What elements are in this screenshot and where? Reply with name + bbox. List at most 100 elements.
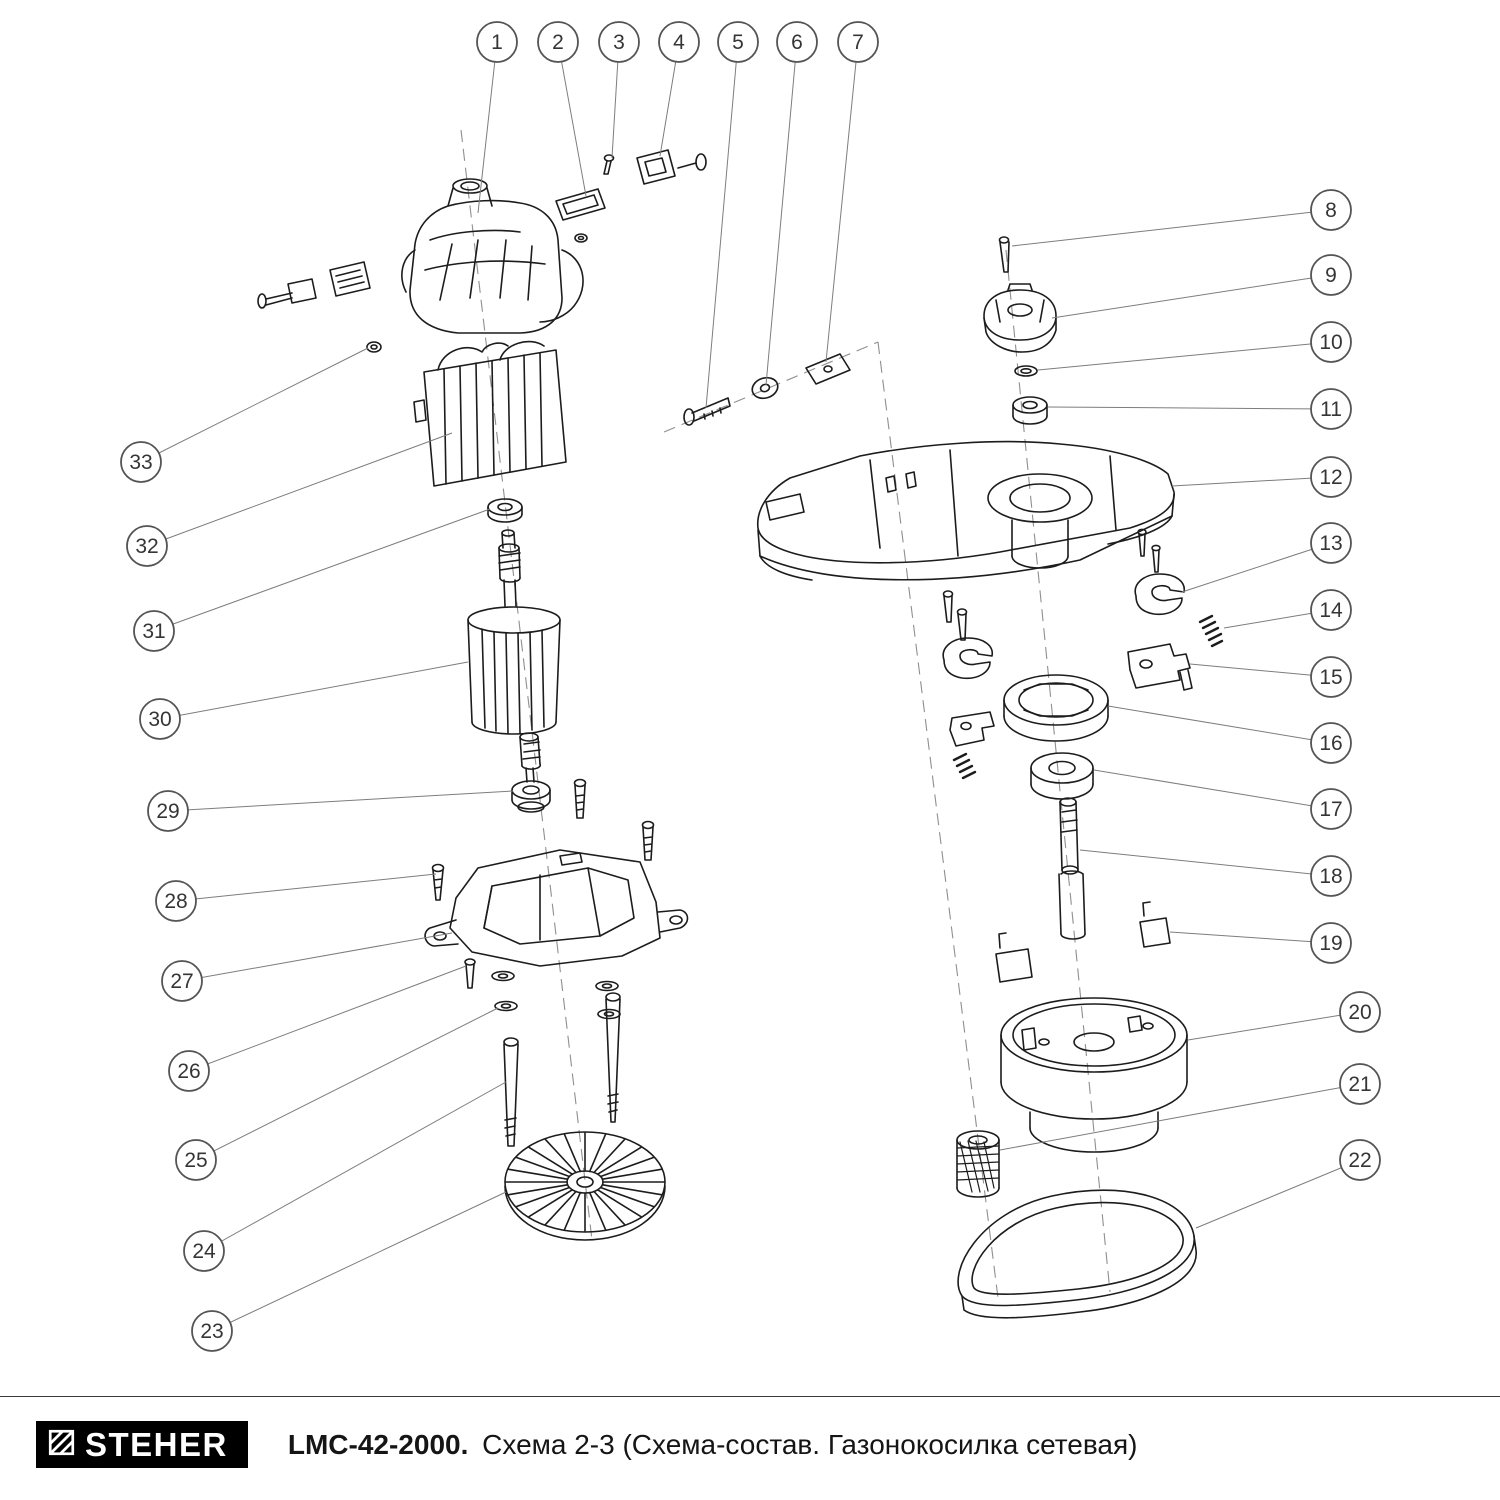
part-drum-20 <box>1000 997 1188 1153</box>
part-nut <box>366 341 382 353</box>
leader-line-10 <box>1037 341 1332 371</box>
part-screw-8 <box>998 236 1010 273</box>
callout-12: 12 <box>1310 456 1352 498</box>
part-belt-22 <box>957 1189 1197 1319</box>
svg-text:19: 19 <box>1319 932 1342 955</box>
callout-4: 4 <box>658 21 700 63</box>
footer: STEHER LMC-42-2000. Схема 2-3 (Схема-сос… <box>0 1396 1500 1468</box>
footer-divider <box>0 1396 1500 1397</box>
part-deck-screws-left <box>942 590 968 641</box>
leader-line-15 <box>1189 663 1332 678</box>
svg-text:5: 5 <box>732 31 744 54</box>
part-stator <box>413 340 567 487</box>
part-plate-7 <box>805 353 851 385</box>
part-shaft-top <box>498 529 521 607</box>
svg-text:22: 22 <box>1348 1149 1371 1172</box>
callout-23: 23 <box>191 1310 233 1352</box>
callout-5: 5 <box>717 21 759 63</box>
leader-line-32 <box>146 432 453 547</box>
part-washer-10 <box>1014 365 1038 377</box>
leader-line-7 <box>825 41 859 363</box>
callout-14: 14 <box>1310 589 1352 631</box>
callout-6: 6 <box>776 21 818 63</box>
callout-9: 9 <box>1310 254 1352 296</box>
part-deck-screws-right <box>1137 528 1161 573</box>
leader-line-24 <box>203 1081 507 1252</box>
leader-line-20 <box>1187 1011 1361 1041</box>
svg-text:23: 23 <box>200 1320 223 1343</box>
leader-line-25 <box>195 1007 499 1161</box>
callout-26: 26 <box>168 1050 210 1092</box>
callout-3: 3 <box>598 21 640 63</box>
svg-text:3: 3 <box>613 31 625 54</box>
svg-text:2: 2 <box>552 31 564 54</box>
leader-line-13 <box>1181 542 1332 593</box>
callout-8: 8 <box>1310 189 1352 231</box>
part-spring-14 <box>1198 614 1224 648</box>
leader-line-31 <box>153 508 491 632</box>
leader-line-21 <box>999 1083 1361 1151</box>
part-bolt-5 <box>683 397 731 426</box>
part-plates-19 <box>995 901 1171 983</box>
leader-line-30 <box>159 661 469 720</box>
part-bushing-21 <box>956 1130 1000 1198</box>
svg-text:33: 33 <box>129 451 152 474</box>
svg-text:20: 20 <box>1348 1001 1371 1024</box>
leader-line-22 <box>1195 1159 1361 1229</box>
leader-line-29 <box>167 790 514 812</box>
callout-33: 33 <box>120 441 162 483</box>
svg-text:29: 29 <box>156 800 179 823</box>
part-bearing-bottom <box>511 780 551 813</box>
part-top-housing <box>401 178 584 334</box>
callout-18: 18 <box>1310 855 1352 897</box>
leader-line-5 <box>705 41 739 409</box>
svg-text:9: 9 <box>1325 264 1337 287</box>
svg-text:21: 21 <box>1348 1073 1371 1096</box>
part-bearing-11 <box>1012 396 1048 425</box>
leader-line-9 <box>1051 274 1332 319</box>
part-screw-28 <box>431 863 445 901</box>
svg-text:24: 24 <box>192 1240 216 1263</box>
part-housing-screws <box>573 778 655 861</box>
diagram-subtitle: Схема 2-3 (Схема-состав. Газонокосилка с… <box>482 1428 1138 1460</box>
callout-22: 22 <box>1339 1139 1381 1181</box>
svg-text:7: 7 <box>852 31 864 54</box>
callout-30: 30 <box>139 698 181 740</box>
leader-line-11 <box>1047 406 1332 410</box>
callout-2: 2 <box>537 21 579 63</box>
leader-line-16 <box>1107 705 1332 744</box>
leader-line-17 <box>1093 769 1332 810</box>
svg-text:6: 6 <box>791 31 803 54</box>
callout-19: 19 <box>1310 922 1352 964</box>
leader-line-6 <box>765 41 798 386</box>
part-shaft-18 <box>1058 797 1086 940</box>
svg-text:11: 11 <box>1320 398 1342 421</box>
leader-line-26 <box>188 965 467 1072</box>
footer-row: STEHER LMC-42-2000. Схема 2-3 (Схема-сос… <box>0 1397 1500 1468</box>
svg-text:27: 27 <box>170 970 193 993</box>
svg-text:14: 14 <box>1319 599 1343 622</box>
svg-text:8: 8 <box>1325 199 1337 222</box>
leader-line-27 <box>181 932 453 982</box>
leader-line-28 <box>175 873 437 902</box>
leader-line-18 <box>1079 849 1332 877</box>
callout-15: 15 <box>1310 656 1352 698</box>
part-bearing-17 <box>1030 752 1094 800</box>
callout-28: 28 <box>155 880 197 922</box>
part-rotor <box>467 606 561 783</box>
callout-27: 27 <box>161 960 203 1002</box>
callout-13: 13 <box>1310 522 1352 564</box>
callout-1: 1 <box>476 21 518 63</box>
part-screw-top <box>603 154 615 175</box>
part-brush-left <box>257 261 371 309</box>
svg-text:10: 10 <box>1319 331 1342 354</box>
callout-29: 29 <box>147 790 189 832</box>
callout-10: 10 <box>1310 321 1352 363</box>
brand-name: STEHER <box>85 1426 228 1463</box>
leader-line-2 <box>557 41 587 197</box>
svg-text:15: 15 <box>1319 666 1342 689</box>
callout-11: 11 <box>1310 388 1352 430</box>
fan-fins <box>505 1132 665 1232</box>
part-bearing-top <box>487 498 523 523</box>
